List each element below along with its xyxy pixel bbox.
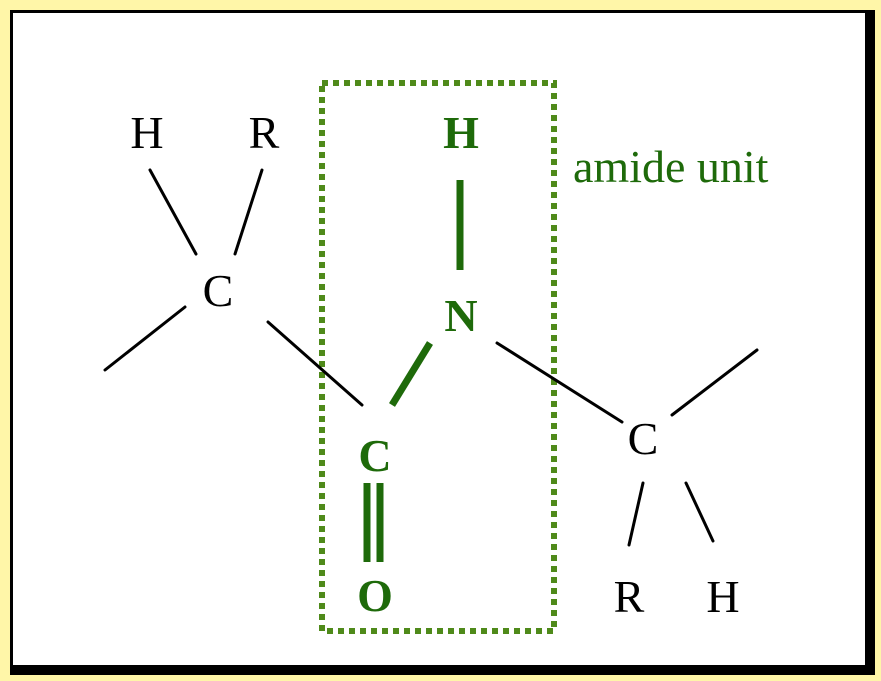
atom-right-h: H [706,571,739,622]
bond-right-c-h [684,481,715,543]
atom-right-r: R [614,571,645,622]
atom-amide-c: C [358,430,391,481]
bond-right-c-r [627,481,645,547]
atom-amide-o: O [357,570,393,621]
bond-c-n [389,341,433,407]
amide-unit-caption: amide unit [573,141,769,192]
atom-right-c: C [628,413,659,464]
atom-amide-n: N [444,290,477,341]
atom-left-c: C [203,265,234,316]
bond-n-right-c [495,341,624,424]
bond-left-h-c [148,168,198,256]
atom-left-r: R [249,107,280,158]
amide-unit-box [319,80,557,634]
bond-left-c-amide-c [266,320,364,407]
atom-amide-h: H [443,107,479,158]
bond-right-chain [670,348,759,417]
bond-left-chain [103,305,187,372]
atom-left-h: H [130,107,163,158]
diagram-frame [10,10,875,675]
bond-left-r-c [233,168,264,256]
